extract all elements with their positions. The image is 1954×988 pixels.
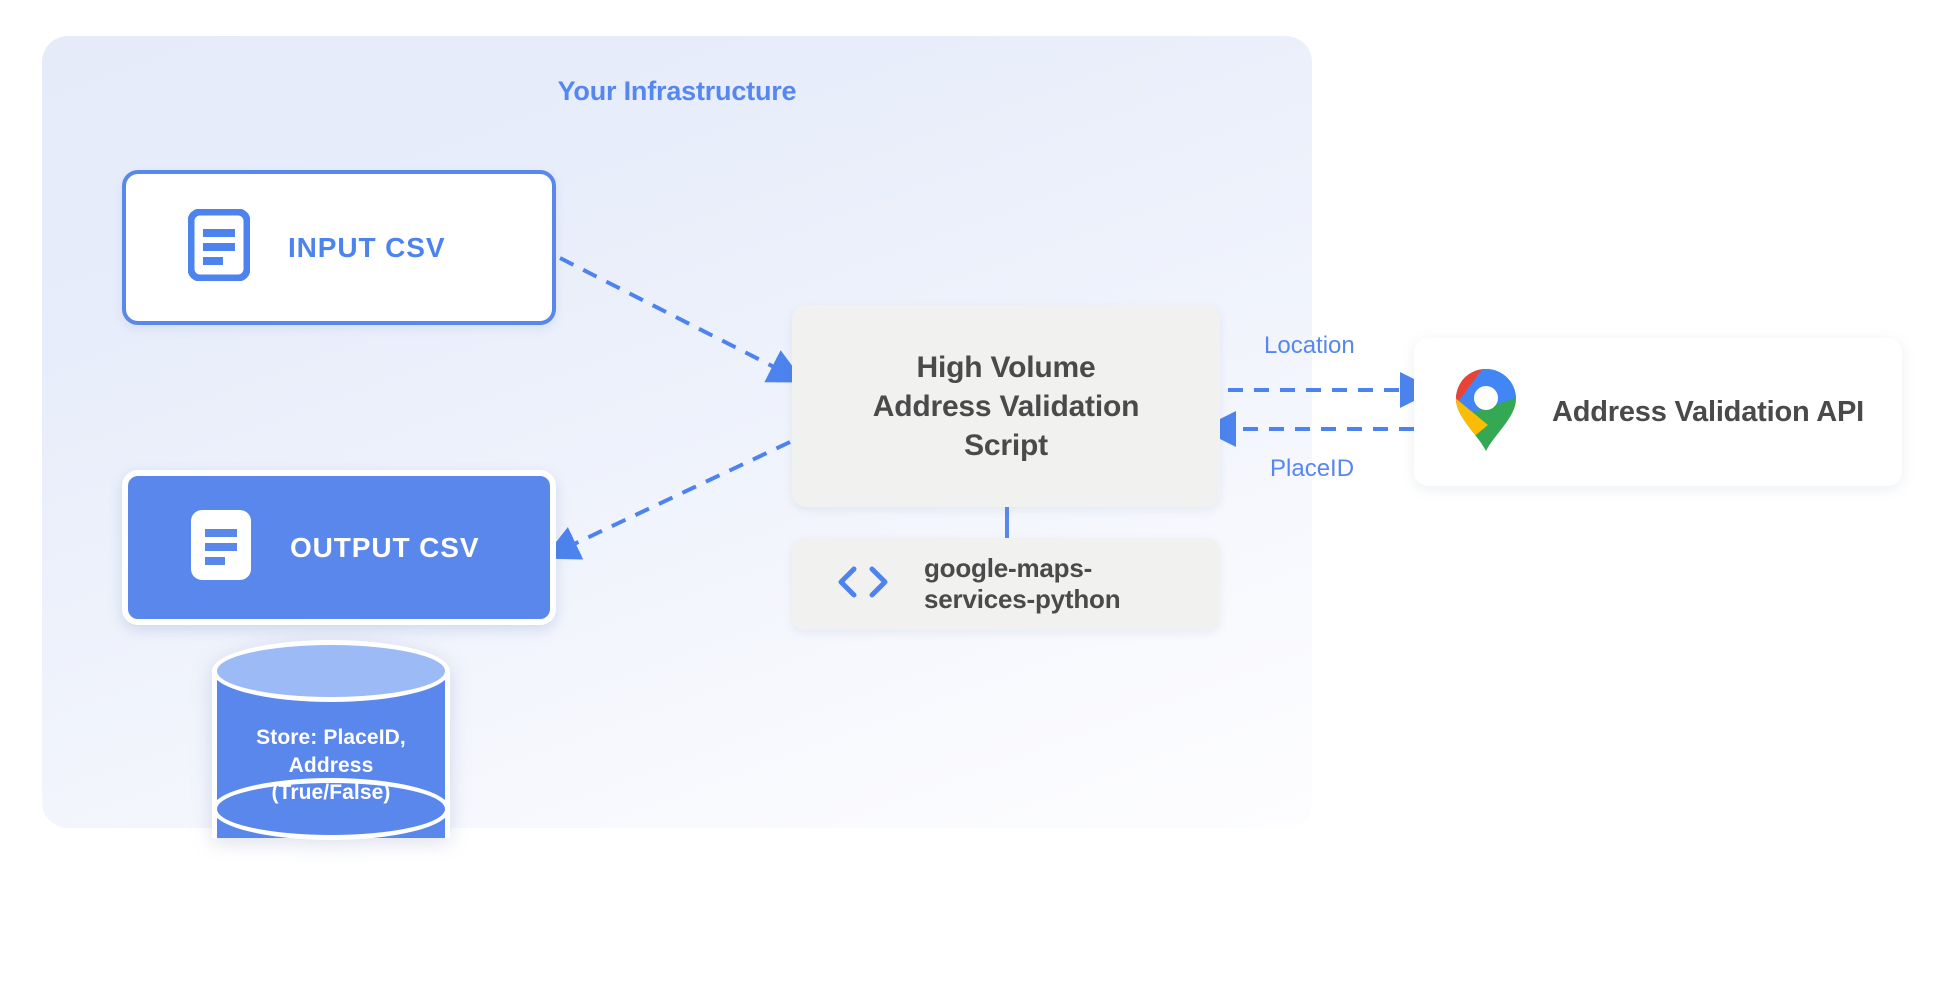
output-csv-label: OUTPUT CSV xyxy=(290,531,480,563)
library-label: google-maps- services-python xyxy=(924,552,1121,615)
script-box[interactable]: High Volume Address Validation Script xyxy=(792,305,1220,507)
code-brackets-icon xyxy=(836,565,890,604)
database-top-ellipse xyxy=(212,640,450,702)
script-library-connector xyxy=(1005,507,1009,539)
database-line-1: Store: PlaceID, xyxy=(256,726,406,749)
library-line-1: google-maps- xyxy=(924,552,1093,583)
address-validation-api-card[interactable]: Address Validation API xyxy=(1414,338,1902,486)
input-csv-card[interactable]: INPUT CSV xyxy=(122,170,556,325)
script-line-2: Address Validation xyxy=(872,389,1140,423)
page-title: Your Infrastructure xyxy=(557,76,797,106)
script-line-1: High Volume xyxy=(916,350,1096,384)
database-cylinder[interactable]: Store: PlaceID, Address (True/False) xyxy=(212,640,450,868)
edge-label-placeid: PlaceID xyxy=(1270,455,1355,482)
input-csv-label: INPUT CSV xyxy=(288,231,446,263)
library-box[interactable]: google-maps- services-python xyxy=(792,538,1220,630)
database-line-2: Address xyxy=(288,753,374,777)
library-line-2: services-python xyxy=(924,584,1121,614)
document-icon xyxy=(187,208,251,286)
database-label: Store: PlaceID, Address (True/False) xyxy=(212,724,450,807)
api-label: Address Validation API xyxy=(1552,395,1864,428)
google-maps-pin-icon xyxy=(1454,367,1518,458)
script-line-3: Script xyxy=(964,428,1048,462)
database-bottom-ellipse xyxy=(212,778,450,840)
edge-label-location: Location xyxy=(1264,332,1355,359)
document-icon xyxy=(190,509,252,586)
database-line-3: (True/False) xyxy=(271,781,391,805)
output-csv-card[interactable]: OUTPUT CSV xyxy=(122,470,556,625)
